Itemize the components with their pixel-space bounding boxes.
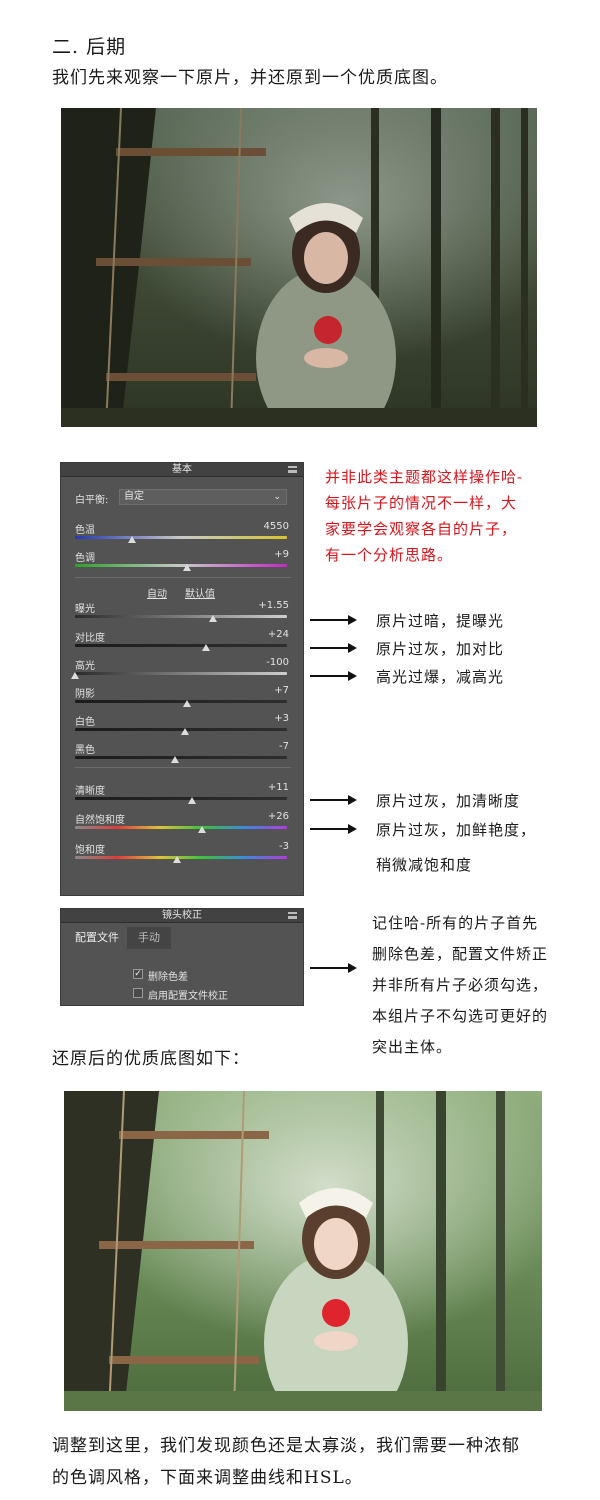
slider-label: 对比度 — [75, 633, 105, 644]
white-balance-select[interactable]: 自定 ⌄ — [119, 489, 287, 505]
slider-label: 饱和度 — [75, 845, 105, 856]
red-note-line: 并非此类主题都这样操作哈- — [325, 468, 524, 486]
slider-track[interactable] — [75, 756, 287, 759]
intro-text: 我们先来观察一下原片，并还原到一个优质底图。 — [52, 68, 448, 88]
tab-profile[interactable]: 配置文件 — [75, 931, 119, 944]
basic-panel-title: 基本 — [172, 464, 192, 475]
profile-correction-checkbox[interactable] — [133, 988, 143, 998]
slider-thumb[interactable] — [202, 644, 211, 651]
restored-photo — [64, 1091, 542, 1411]
lens-panel-title: 镜头校正 — [162, 910, 202, 921]
slider-track[interactable] — [75, 644, 287, 647]
note-clarity: 原片过灰，加清晰度 — [376, 792, 521, 810]
red-note: 并非此类主题都这样操作哈- 每张片子的情况不一样，大 家要学会观察各自的片子， … — [325, 464, 570, 568]
slider-label: 黑色 — [75, 745, 95, 756]
tab-manual[interactable]: 手动 — [127, 927, 171, 949]
basic-panel-header: 基本 — [61, 463, 303, 477]
white-balance-value: 自定 — [124, 491, 144, 502]
final-text: 调整到这里，我们发现颜色还是太寡淡，我们需要一种浓郁 的色调风格，下面来调整曲线… — [52, 1430, 520, 1494]
note-contrast: 原片过灰，加对比 — [376, 640, 505, 658]
note-exposure: 原片过暗，提曝光 — [376, 612, 505, 630]
slider-track[interactable] — [75, 797, 287, 800]
slider-track[interactable] — [75, 700, 287, 703]
final-text-line: 调整到这里，我们发现颜色还是太寡淡，我们需要一种浓郁 — [52, 1436, 520, 1456]
slider-value[interactable]: +1.55 — [258, 600, 289, 611]
red-note-line: 有一个分析思路。 — [325, 546, 454, 564]
lens-note-line: 突出主体。 — [372, 1038, 453, 1056]
arrow-right-icon — [310, 824, 357, 834]
chevron-down-icon: ⌄ — [273, 492, 281, 502]
lens-panel-header: 镜头校正 — [61, 909, 303, 923]
profile-correction-label: 启用配置文件校正 — [148, 991, 228, 1002]
slider-thumb[interactable] — [198, 826, 207, 833]
slider-thumb[interactable] — [170, 756, 179, 763]
slider-value[interactable]: +24 — [267, 629, 289, 640]
lens-note-line: 并非所有片子必须勾选， — [372, 976, 549, 994]
remove-ca-checkbox[interactable]: ✓ — [133, 969, 143, 979]
divider — [75, 767, 291, 768]
red-note-line: 家要学会观察各自的片子， — [325, 520, 518, 538]
remove-ca-label: 删除色差 — [148, 972, 188, 983]
lens-note-line: 删除色差，配置文件矫正 — [372, 945, 549, 963]
divider — [75, 577, 291, 578]
slider-value[interactable]: +7 — [274, 685, 289, 696]
slider-thumb[interactable] — [187, 797, 196, 804]
slider-thumb[interactable] — [183, 564, 192, 571]
arrow-right-icon — [310, 795, 357, 805]
slider-value[interactable]: +11 — [267, 782, 289, 793]
slider-track[interactable] — [75, 672, 287, 675]
slider-value[interactable]: -100 — [266, 657, 289, 668]
note-vibrance: 原片过灰，加鲜艳度， — [376, 821, 537, 839]
white-balance-label: 白平衡: — [75, 495, 109, 506]
slider-track[interactable] — [75, 564, 287, 567]
red-note-line: 每张片子的情况不一样，大 — [325, 494, 518, 512]
lens-note-line: 本组片子不勾选可更好的 — [372, 1007, 549, 1025]
slider-thumb[interactable] — [183, 700, 192, 707]
slider-track[interactable] — [75, 536, 287, 539]
arrow-right-icon — [310, 615, 357, 625]
note-highlights: 高光过爆，减高光 — [376, 668, 505, 686]
slider-track[interactable] — [75, 615, 287, 618]
slider-track[interactable] — [75, 856, 287, 859]
lens-note: 记住哈-所有的片子首先 删除色差，配置文件矫正 并非所有片子必须勾选， 本组片子… — [372, 908, 592, 1063]
slider-label: 色温 — [75, 525, 95, 536]
basic-panel: 基本 白平衡: 自定 ⌄ 自动 默认值 色温 4550 色调 +9 曝光 +1.55 对比度… — [60, 462, 304, 896]
slider-label: 白色 — [75, 717, 95, 728]
original-photo — [61, 108, 537, 427]
auto-button[interactable]: 自动 — [147, 589, 167, 600]
restored-caption: 还原后的优质底图如下： — [52, 1049, 250, 1069]
slider-track[interactable] — [75, 826, 287, 829]
note-vibrance-2: 稍微减饱和度 — [376, 856, 473, 874]
slider-thumb[interactable] — [128, 536, 137, 543]
slider-value[interactable]: 4550 — [263, 521, 289, 532]
slider-value[interactable]: +9 — [274, 549, 289, 560]
slider-label: 高光 — [75, 661, 95, 672]
slider-label: 阴影 — [75, 689, 95, 700]
lens-note-line: 记住哈-所有的片子首先 — [372, 914, 539, 932]
slider-thumb[interactable] — [208, 615, 217, 622]
slider-label: 自然饱和度 — [75, 815, 125, 826]
slider-thumb[interactable] — [71, 672, 79, 679]
slider-value[interactable]: -3 — [279, 841, 289, 852]
slider-label: 清晰度 — [75, 786, 105, 797]
arrow-right-icon — [310, 643, 357, 653]
slider-value[interactable]: -7 — [279, 741, 289, 752]
arrow-right-icon — [310, 671, 357, 681]
lens-panel: 镜头校正 配置文件 手动 ✓ 删除色差 启用配置文件校正 — [60, 908, 304, 1006]
slider-track[interactable] — [75, 728, 287, 731]
panel-menu-icon[interactable] — [288, 466, 297, 473]
section-title: 二. 后期 — [52, 36, 127, 58]
default-button[interactable]: 默认值 — [185, 589, 215, 600]
arrow-right-icon — [310, 963, 357, 973]
slider-value[interactable]: +26 — [267, 811, 289, 822]
slider-label: 色调 — [75, 553, 95, 564]
final-text-line: 的色调风格，下面来调整曲线和HSL。 — [52, 1468, 363, 1488]
panel-menu-icon[interactable] — [288, 912, 297, 919]
slider-thumb[interactable] — [181, 728, 190, 735]
slider-value[interactable]: +3 — [274, 713, 289, 724]
slider-label: 曝光 — [75, 604, 95, 615]
slider-thumb[interactable] — [172, 856, 181, 863]
